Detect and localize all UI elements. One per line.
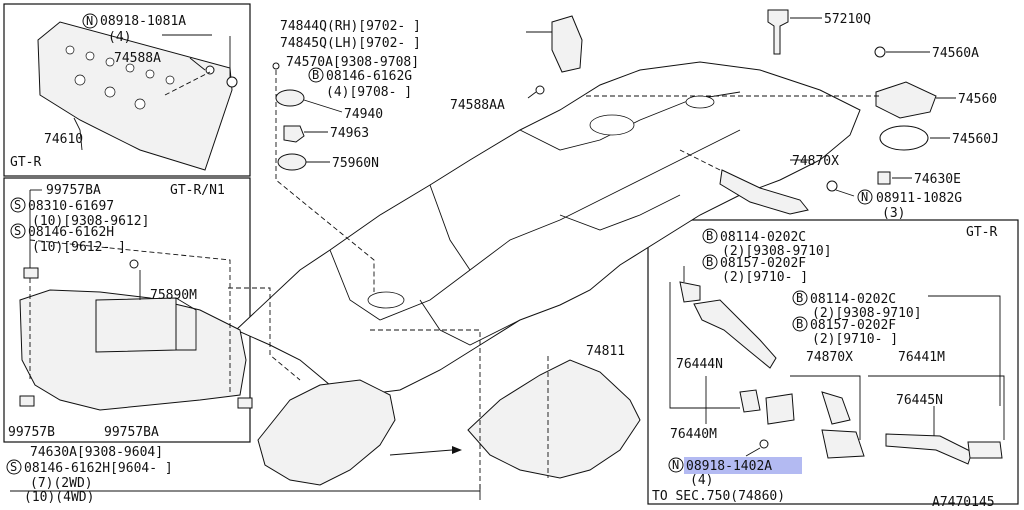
label-74870X-b: 74870X [806, 350, 853, 365]
label-74588AA: 74588AA [450, 98, 505, 113]
label-57210Q: 57210Q [824, 12, 871, 27]
label-to-sec-750: TO SEC.750(74860) [652, 489, 785, 504]
label-08146-6162H: 08146-6162H [28, 225, 114, 240]
clip-99757B [19, 395, 35, 407]
label-qty-2-9710-b: (2)[9710- ] [812, 332, 898, 347]
label-08146-6162G: 08146-6162G [326, 69, 412, 84]
floor-panel [235, 61, 861, 396]
seal-74560J [879, 125, 929, 151]
marker-b-2: B [706, 229, 713, 243]
trunk-box-75890M [95, 297, 177, 353]
label-qty-4-9708: (4)[9708- ] [326, 85, 412, 100]
under-cover-front [257, 379, 396, 486]
label-99757BA: 99757BA [46, 183, 101, 198]
callout-labels: 08918-1081A (4) 74588A 74610 GT-R 74844Q… [8, 12, 999, 510]
label-gtr-c: GT-R [966, 225, 997, 240]
label-qty-10-9308: (10)[9308-9612] [32, 214, 149, 229]
gtr-rear-panel-box [3, 3, 251, 177]
label-qty-4-c: (4) [690, 473, 713, 488]
label-74811: 74811 [586, 344, 625, 359]
clip-74630E [877, 171, 891, 185]
tube-76444N [693, 299, 777, 369]
label-76444N: 76444N [676, 357, 723, 372]
label-74630A: 74630A[9308-9604] [30, 445, 163, 460]
label-74610: 74610 [44, 132, 83, 147]
label-qty-10-4wd: (10)(4WD) [24, 490, 94, 505]
clip-99757BA-top [23, 267, 39, 279]
label-74870X: 74870X [792, 154, 839, 169]
rear-panel-74610 [37, 21, 233, 171]
label-08310-61697: 08310-61697 [28, 199, 114, 214]
label-74560J: 74560J [952, 132, 999, 147]
label-qty-2-9710-a: (2)[9710- ] [722, 270, 808, 285]
label-08918-1402A: 08918-1402A [686, 459, 772, 474]
label-76440M: 76440M [670, 427, 717, 442]
label-74570A: 74570A[9308-9708] [286, 55, 419, 70]
label-75890M: 75890M [150, 288, 197, 303]
marker-n-2: N [861, 190, 868, 204]
bracket-76441M [967, 441, 1003, 459]
label-08918-1081A: 08918-1081A [100, 14, 186, 29]
bracket-right [821, 429, 865, 459]
marker-b-5: B [796, 317, 803, 331]
label-99757BA-b: 99757BA [104, 425, 159, 440]
marker-s-2: S [14, 224, 21, 238]
plug-74963 [283, 125, 305, 143]
label-75960N: 75960N [332, 156, 379, 171]
label-74844Q: 74844Q(RH)[9702- ] [280, 19, 421, 34]
bracket-center [765, 393, 795, 425]
label-74630E: 74630E [914, 172, 961, 187]
label-08114-0202C-b: 08114-0202C [810, 292, 896, 307]
marker-s-3: S [10, 460, 17, 474]
tube-74870X [821, 391, 851, 425]
label-qty-2-9308-9710-b: (2)[9308-9710] [812, 306, 922, 321]
label-08911-1082G: 08911-1082G [876, 191, 962, 206]
label-08146-6162H-9604: 08146-6162H[9604- ] [24, 461, 173, 476]
label-74845Q: 74845Q(LH)[9702- ] [280, 36, 421, 51]
bracket-76440M-b [739, 389, 761, 413]
marker-n-3: N [672, 458, 679, 472]
label-gtr-a: GT-R [10, 155, 41, 170]
label-99757B: 99757B [8, 425, 55, 440]
label-qty-2-9308-9710-a: (2)[9308-9710] [722, 244, 832, 259]
bracket-74844Q [551, 15, 583, 73]
tube-76445N [885, 433, 973, 465]
marker-letters: N B S S N B B B B N S [10, 14, 868, 474]
label-74560: 74560 [958, 92, 997, 107]
marker-b-3: B [706, 255, 713, 269]
bumper-57210Q [767, 9, 789, 55]
label-qty-3: (3) [882, 206, 905, 221]
clip-99757BA-right [237, 397, 253, 409]
label-qty-4a: (4) [108, 30, 131, 45]
label-qty-10-9612: (10)[9612- ] [32, 240, 126, 255]
marker-s-1: S [14, 198, 21, 212]
bracket-74870X [719, 169, 809, 215]
label-76441M: 76441M [898, 350, 945, 365]
label-gtr-n1: GT-R/N1 [170, 183, 225, 198]
marker-circles [6, 13, 873, 475]
label-08157-0202F-b: 08157-0202F [810, 318, 896, 333]
bracket-76440M-a [679, 281, 701, 303]
label-qty-7-2wd: (7)(2WD) [30, 476, 93, 491]
cover-74560 [875, 81, 937, 119]
label-76445N: 76445N [896, 393, 943, 408]
label-74560A: 74560A [932, 46, 979, 61]
gtr-tube-box [647, 219, 1019, 505]
grommet-74940 [275, 89, 305, 107]
label-74963: 74963 [330, 126, 369, 141]
trunk-board-box [3, 177, 251, 443]
label-74588A: 74588A [114, 51, 161, 66]
label-74940: 74940 [344, 107, 383, 122]
label-08114-0202C-a: 08114-0202C [720, 230, 806, 245]
grommet-75960N [277, 153, 307, 171]
marker-b-1: B [312, 68, 319, 82]
label-08157-0202F-a: 08157-0202F [720, 256, 806, 271]
under-cover-74811 [467, 359, 641, 479]
marker-b-4: B [796, 291, 803, 305]
figure-code: A7470145 [932, 495, 995, 510]
highlight-08918-1402A [684, 457, 802, 474]
marker-n-1: N [86, 14, 93, 28]
